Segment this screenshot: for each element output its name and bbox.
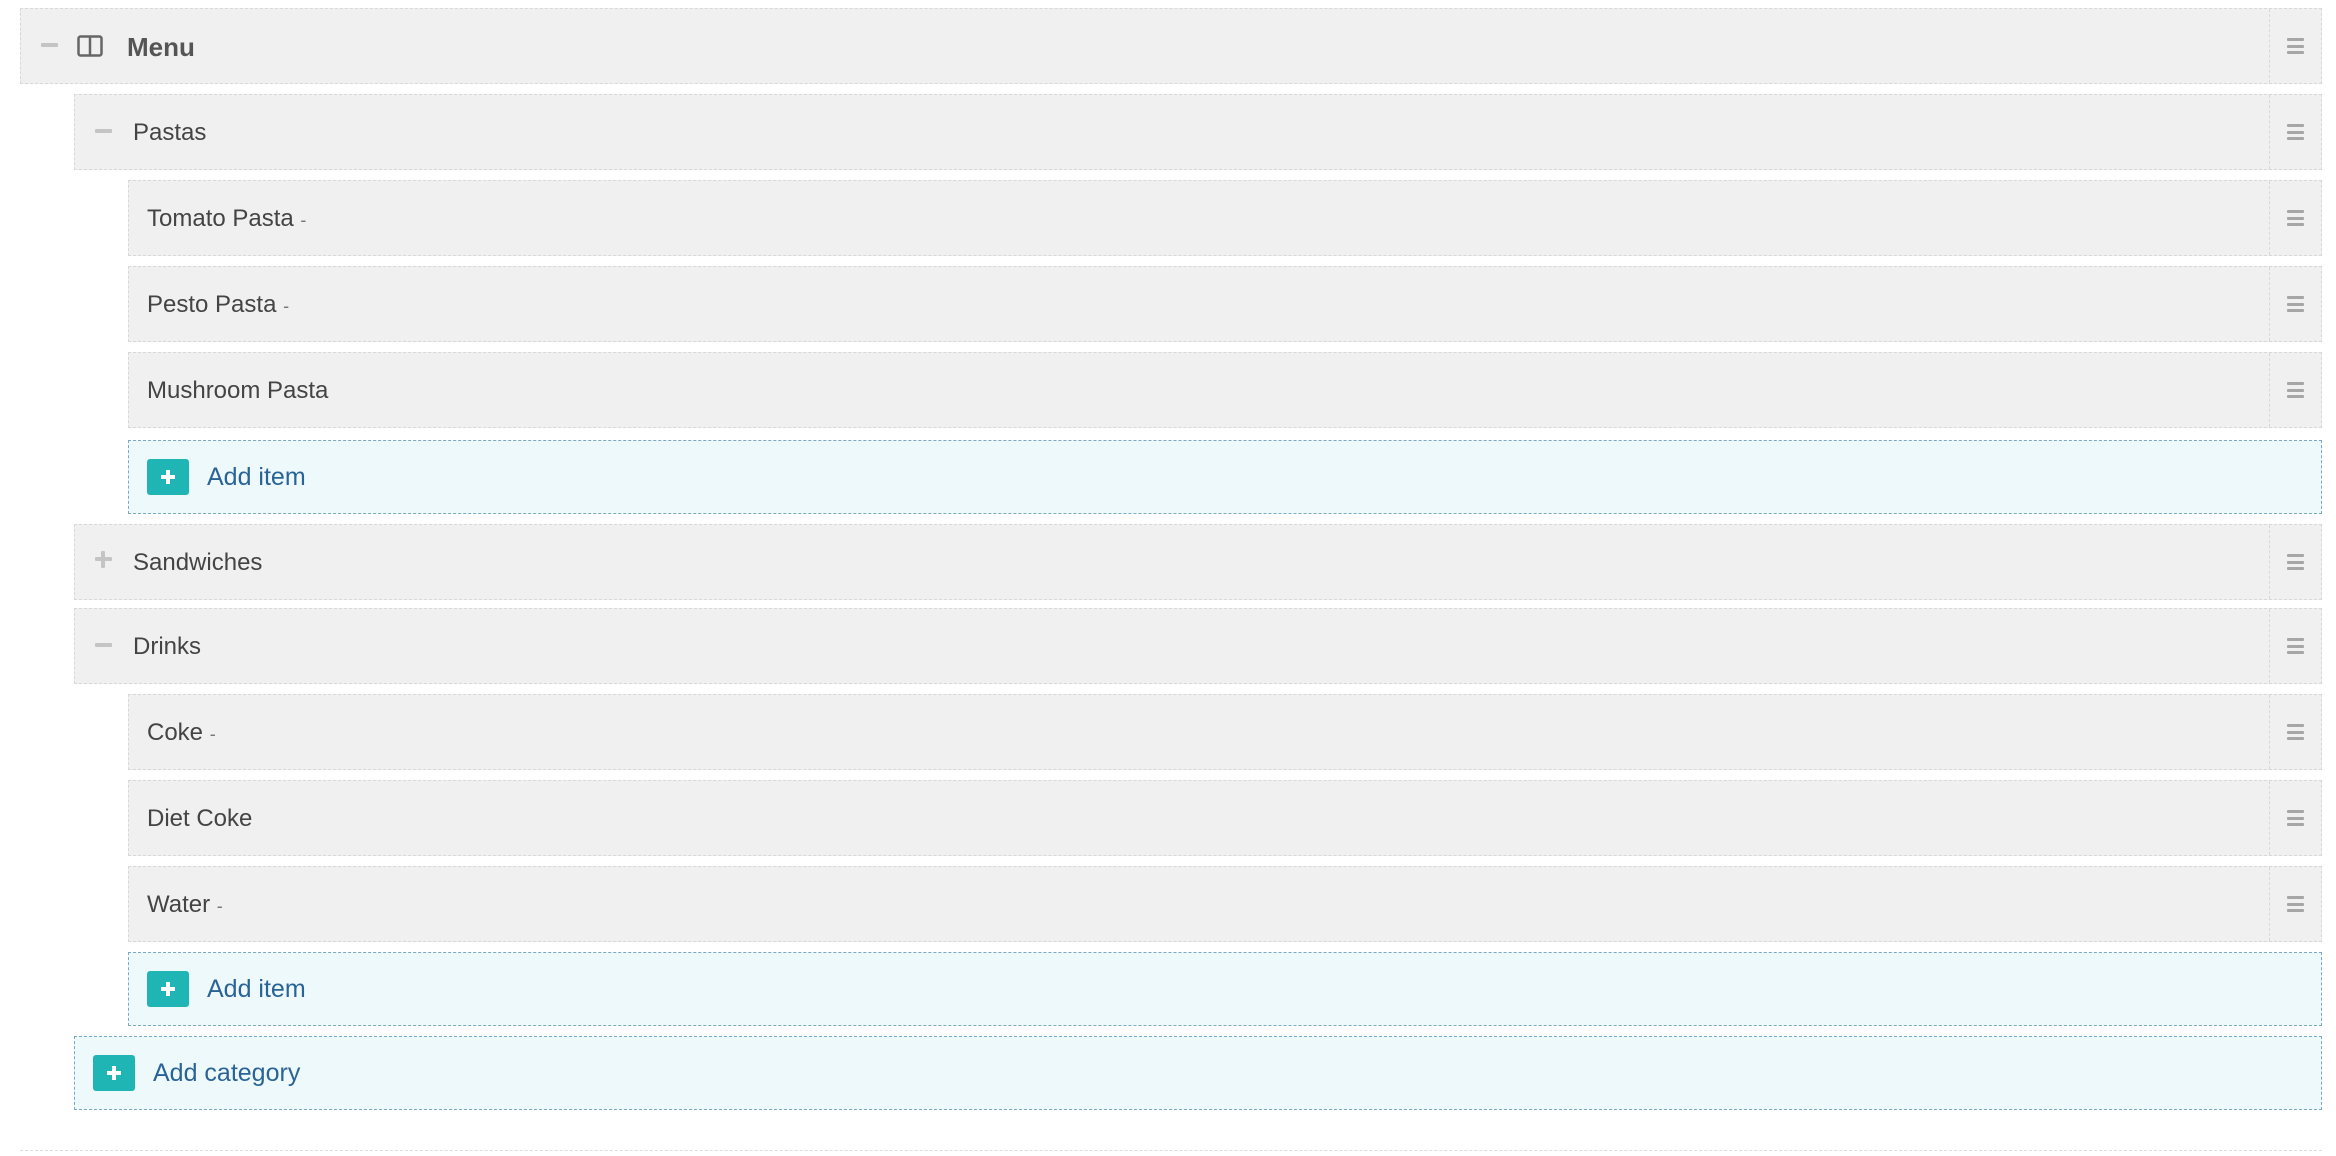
drag-handle-icon [2287,724,2304,740]
item-name[interactable]: Tomato Pasta - [147,204,306,235]
drag-handle-icon [2287,638,2304,654]
item-row-main: Mushroom Pasta [129,353,2269,427]
category-drag-handle[interactable] [2269,525,2321,599]
item-price-placeholder: - [300,210,307,230]
category-name[interactable]: Sandwiches [133,549,263,576]
drag-handle-icon [2287,382,2304,398]
category-name[interactable]: Pastas [133,119,207,146]
item-name-text: Pesto Pasta [147,291,277,318]
item-price-placeholder: - [209,724,216,744]
plus-icon-stroke [166,982,170,996]
drag-handle-icon [2287,810,2304,826]
drag-handle-icon [2287,124,2304,140]
add-category-row[interactable]: Add category [74,1036,2322,1110]
item-drag-handle[interactable] [2269,181,2321,255]
item-name[interactable]: Water - [147,890,223,921]
item-row: Pesto Pasta - [128,266,2322,342]
minus-icon [94,643,112,647]
plus-icon-stroke [166,470,170,484]
category-row-sandwiches: Sandwiches [74,524,2322,600]
add-item-row[interactable]: Add item [128,440,2322,514]
item-name-text: Diet Coke [147,805,253,832]
item-row-main: Pesto Pasta - [129,267,2269,341]
item-drag-handle[interactable] [2269,781,2321,855]
collapse-menu-toggle[interactable] [39,35,59,55]
category-row-main: Sandwiches [75,525,2269,599]
drag-handle-icon [2287,210,2304,226]
item-name-text: Tomato Pasta [147,205,294,232]
menu-row-main: Menu [21,9,2269,83]
drag-handle-icon [2287,296,2304,312]
item-drag-handle[interactable] [2269,695,2321,769]
add-category-button[interactable] [93,1055,135,1091]
category-row-pastas: Pastas [74,94,2322,170]
item-name[interactable]: Mushroom Pasta [147,376,328,407]
plus-icon-stroke [101,550,105,568]
item-row: Diet Coke [128,780,2322,856]
menu-drag-handle[interactable] [2269,9,2321,83]
item-drag-handle[interactable] [2269,267,2321,341]
item-drag-handle[interactable] [2269,867,2321,941]
drag-handle-icon [2287,896,2304,912]
item-row: Tomato Pasta - [128,180,2322,256]
category-row-main: Drinks [75,609,2269,683]
item-price-placeholder: - [216,896,223,916]
category-row-drinks: Drinks [74,608,2322,684]
item-row: Water - [128,866,2322,942]
category-drag-handle[interactable] [2269,609,2321,683]
item-row-main: Water - [129,867,2269,941]
item-price-placeholder: - [283,296,290,316]
collapse-category-toggle[interactable] [93,635,113,655]
add-item-row[interactable]: Add item [128,952,2322,1026]
bottom-divider [20,1150,2322,1151]
item-row: Mushroom Pasta [128,352,2322,428]
item-row-main: Coke - [129,695,2269,769]
item-row: Coke - [128,694,2322,770]
category-row-main: Pastas [75,95,2269,169]
category-name[interactable]: Drinks [133,633,202,660]
item-row-main: Tomato Pasta - [129,181,2269,255]
drag-handle-icon [2287,554,2304,570]
item-name-text: Water [147,891,211,918]
item-name-text: Coke [147,719,204,746]
add-item-link[interactable]: Add item [207,463,306,491]
add-category-link[interactable]: Add category [153,1059,301,1087]
plus-icon-stroke [112,1066,116,1080]
category-drag-handle[interactable] [2269,95,2321,169]
minus-icon [40,43,58,47]
item-name-text: Mushroom Pasta [147,377,329,404]
expand-category-toggle[interactable] [93,549,113,569]
drag-handle-icon [2287,38,2304,54]
menu-title: Menu [127,32,195,62]
add-item-link[interactable]: Add item [207,975,306,1003]
add-item-button[interactable] [147,459,189,495]
item-name[interactable]: Coke - [147,718,216,749]
minus-icon [94,129,112,133]
add-item-button[interactable] [147,971,189,1007]
columns-icon [77,35,103,57]
item-drag-handle[interactable] [2269,353,2321,427]
item-row-main: Diet Coke [129,781,2269,855]
menu-row: Menu [20,8,2322,84]
item-name[interactable]: Pesto Pasta - [147,290,289,321]
collapse-category-toggle[interactable] [93,121,113,141]
item-name[interactable]: Diet Coke [147,804,252,835]
